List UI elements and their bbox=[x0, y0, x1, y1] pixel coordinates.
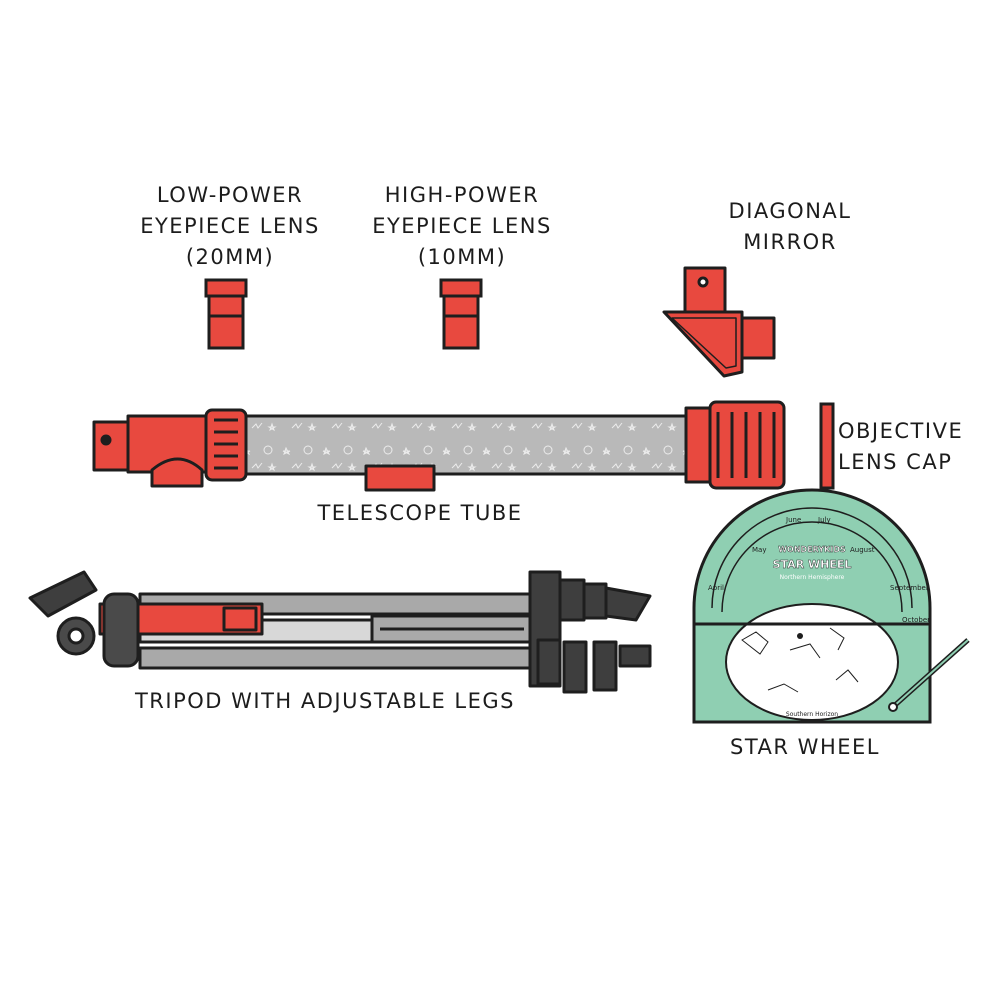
diagonal-mirror bbox=[662, 266, 776, 378]
telescope-tube bbox=[92, 400, 786, 492]
label-line: Objective bbox=[838, 419, 964, 443]
star-wheel-subtitle: Northern Hemisphere bbox=[780, 574, 845, 581]
label-line: Diagonal bbox=[728, 199, 852, 223]
low-power-eyepiece-label: Low-Power Eyepiece Lens (20mm) bbox=[140, 180, 320, 273]
high-power-eyepiece-label: High-Power Eyepiece Lens (10mm) bbox=[372, 180, 552, 273]
label-line: Star Wheel bbox=[730, 735, 880, 759]
label-line: Low-Power bbox=[156, 183, 304, 207]
star-wheel-brand: WONDERYKIDS bbox=[778, 545, 846, 554]
star-wheel-month: May bbox=[752, 546, 766, 554]
label-line: Tripod with adjustable legs bbox=[134, 689, 516, 713]
star-wheel bbox=[692, 488, 970, 724]
objective-lens-cap bbox=[819, 402, 835, 490]
low-power-eyepiece bbox=[204, 278, 248, 350]
star-wheel-month: July bbox=[817, 516, 831, 524]
diagonal-mirror-label: Diagonal Mirror bbox=[710, 196, 870, 258]
tripod-label: Tripod with adjustable legs bbox=[130, 686, 520, 717]
star-wheel-month: September bbox=[890, 584, 929, 592]
star-wheel-label: Star Wheel bbox=[720, 732, 890, 763]
telescope-tube-label: Telescope Tube bbox=[300, 498, 540, 529]
objective-lens-cap-label: Objective Lens Cap bbox=[838, 416, 978, 478]
label-line: Eyepiece Lens bbox=[140, 214, 320, 238]
star-wheel-month: August bbox=[850, 546, 875, 554]
star-wheel-month: June bbox=[785, 516, 801, 524]
label-line: (20mm) bbox=[185, 245, 275, 269]
star-wheel-month: October bbox=[902, 616, 930, 624]
label-line: High-Power bbox=[384, 183, 540, 207]
star-wheel-title: STAR WHEEL bbox=[773, 558, 852, 571]
label-line: Eyepiece Lens bbox=[372, 214, 552, 238]
tripod bbox=[28, 570, 652, 694]
high-power-eyepiece bbox=[439, 278, 483, 350]
star-wheel-footer: Southern Horizon bbox=[786, 711, 838, 718]
label-line: (10mm) bbox=[417, 245, 507, 269]
star-wheel-month: April bbox=[708, 584, 724, 592]
label-line: Telescope Tube bbox=[317, 501, 523, 525]
label-line: Mirror bbox=[743, 230, 837, 254]
star-wheel-text: WONDERYKIDS STAR WHEEL Northern Hemisphe… bbox=[708, 516, 930, 718]
label-line: Lens Cap bbox=[838, 450, 953, 474]
